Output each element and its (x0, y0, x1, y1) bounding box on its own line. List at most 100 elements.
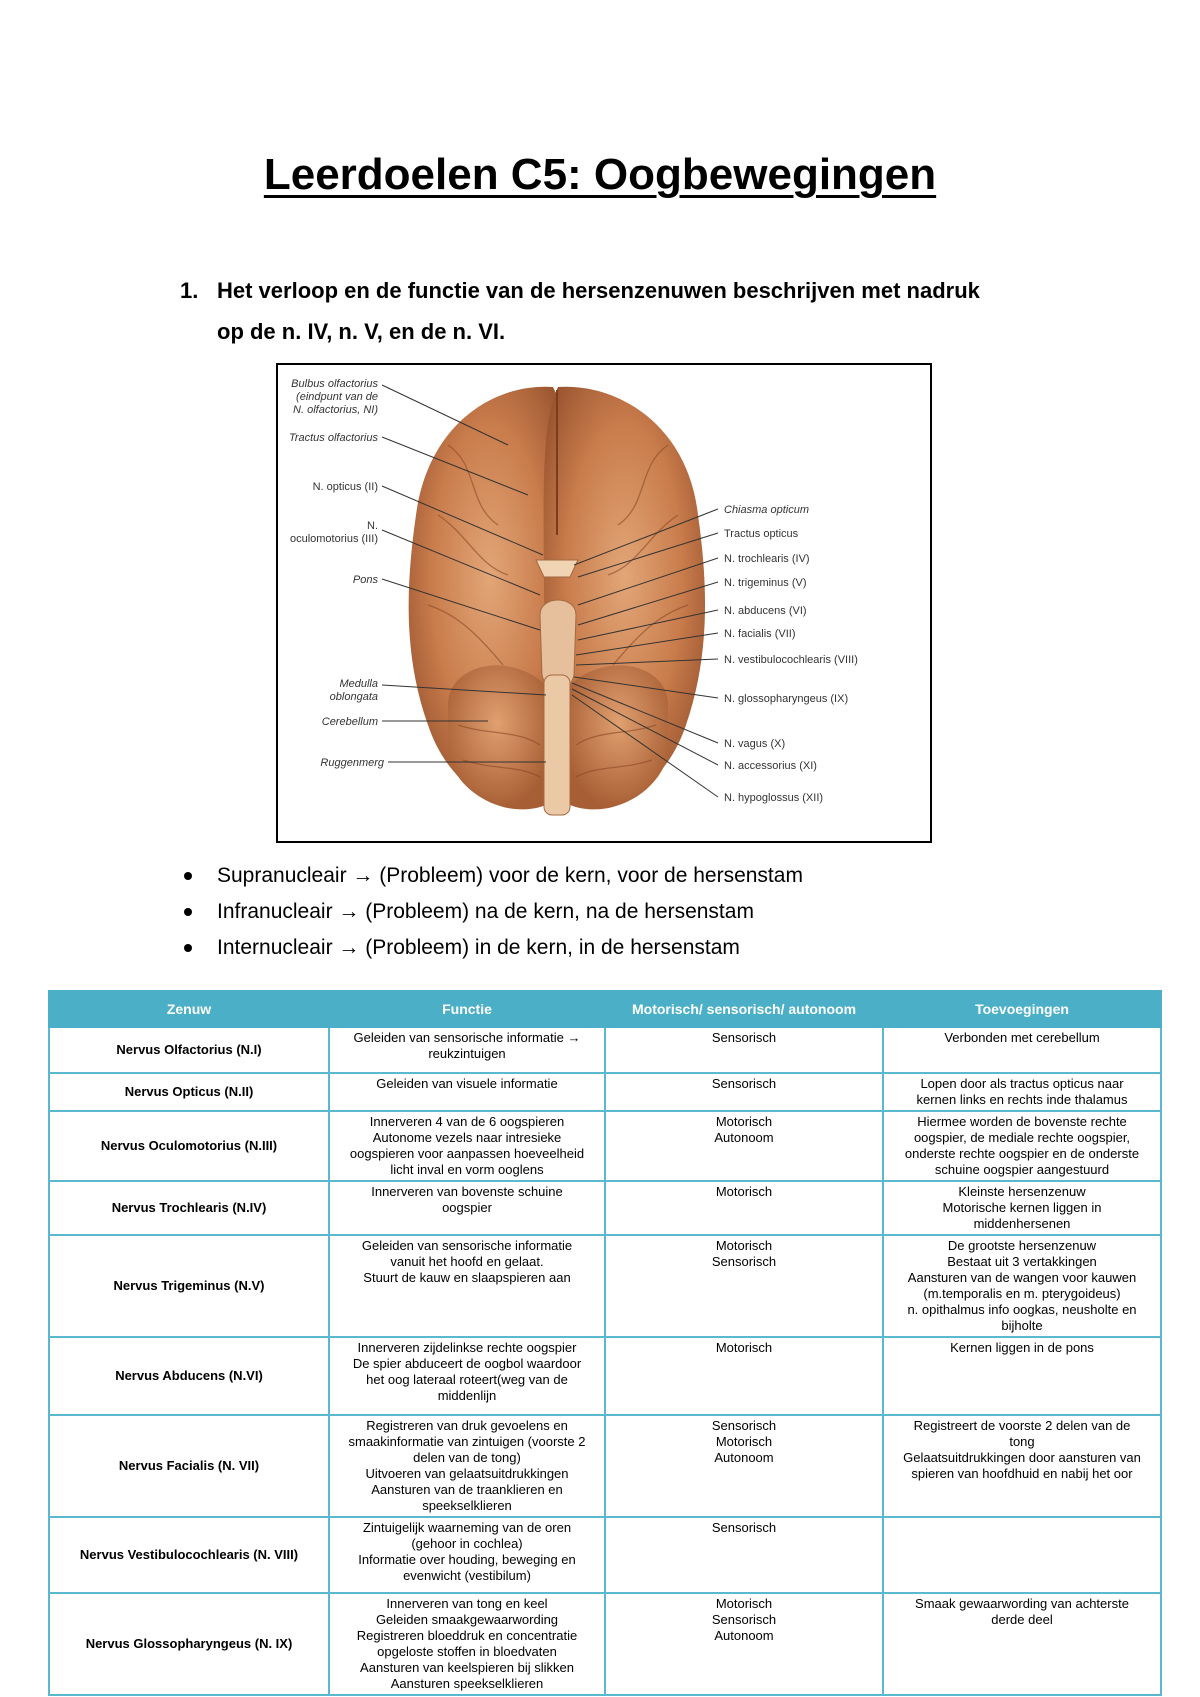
nerve-name-cell: Nervus Glossopharyngeus (N. IX) (48, 1592, 330, 1696)
type-line: Motorisch (715, 1238, 773, 1253)
bullet-supranucleair: Supranucleair → (Probleem) voor de kern,… (180, 858, 803, 894)
label-pons: Pons (353, 574, 379, 586)
label-n-oculomotorius-2: oculomotorius (III) (290, 533, 378, 545)
functie-line: het oog lateraal roteert(weg van de (366, 1372, 568, 1387)
type-line: Autonoom (714, 1130, 774, 1145)
toevoegingen-line: Registreert de voorste 2 delen van de (913, 1418, 1131, 1433)
toevoegingen-line: Motorische kernen liggen in (942, 1200, 1102, 1215)
functie-line: Aansturen van keelspieren bij slikken (360, 1660, 574, 1675)
functie-line: vanuit het hoofd en gelaat. (390, 1254, 544, 1269)
functie-line: Stuurt de kauw en slaapspieren aan (363, 1270, 571, 1285)
label-n-oculomotorius-1: N. (367, 520, 378, 532)
brain-illustration: Bulbus olfactorius (eindpunt van de N. o… (289, 378, 858, 816)
toevoegingen-line: Lopen door als tractus opticus naar (920, 1076, 1124, 1091)
label-cerebellum: Cerebellum (322, 716, 378, 728)
toevoegingen-cell: Verbonden met cerebellum (882, 1026, 1162, 1074)
type-line: Motorisch (715, 1434, 773, 1449)
table-row: Nervus Olfactorius (N.I)Geleiden van sen… (48, 1026, 1162, 1074)
cerebellum-right (570, 665, 668, 810)
toevoegingen-line: Bestaat uit 3 vertakkingen (947, 1254, 1097, 1269)
label-bulbus-olfactorius: Bulbus olfactorius (291, 378, 378, 390)
functie-line: De spier abduceert de oogbol waardoor (352, 1356, 582, 1371)
label-n-facialis: N. facialis (VII) (724, 628, 796, 640)
type-line: Sensorisch (711, 1612, 777, 1627)
page-title: Leerdoelen C5: Oogbewegingen (263, 150, 937, 199)
functie-line: evenwicht (vestibilum) (403, 1568, 531, 1583)
label-tractus-olfactorius: Tractus olfactorius (289, 432, 379, 444)
functie-line: Aansturen speekselklieren (390, 1676, 544, 1691)
functie-line: Innerveren van bovenste schuine (371, 1184, 563, 1199)
label-n-accessorius: N. accessorius (XI) (724, 760, 817, 772)
table-header-row: Zenuw Functie Motorisch/ sensorisch/ aut… (48, 990, 1162, 1028)
nerve-name-cell: Nervus Opticus (N.II) (48, 1072, 330, 1112)
functie-line: Innerveren van tong en keel (386, 1596, 548, 1611)
toevoegingen-line: Kernen liggen in de pons (950, 1340, 1094, 1355)
functie-line: licht inval en vorm ooglens (390, 1162, 544, 1177)
label-bulbus-note-1: (eindpunt van de (296, 391, 378, 403)
toevoegingen-line: middenhersenen (973, 1216, 1071, 1231)
optic-chiasm (535, 559, 579, 578)
table-row: Nervus Oculomotorius (N.III)Innerveren 4… (48, 1110, 1162, 1182)
nerve-name-cell: Nervus Trochlearis (N.IV) (48, 1180, 330, 1236)
table-body: Nervus Olfactorius (N.I)Geleiden van sen… (48, 1026, 1162, 1696)
spinal-cord (543, 674, 571, 816)
objective-number: 1. (180, 278, 199, 303)
nerve-name-cell: Nervus Vestibulocochlearis (N. VIII) (48, 1516, 330, 1594)
functie-line: Informatie over houding, beweging en (358, 1552, 576, 1567)
type-cell: Sensorisch (604, 1516, 884, 1594)
functie-line: delen van de tong) (413, 1450, 521, 1465)
table-row: Nervus Vestibulocochlearis (N. VIII)Zint… (48, 1516, 1162, 1594)
type-cell: Motorisch (604, 1336, 884, 1416)
functie-line: reukzintuigen (428, 1046, 506, 1061)
functie-cell: Zintuigelijk waarneming van de oren(geho… (328, 1516, 606, 1594)
toevoegingen-line: tong (1009, 1434, 1035, 1449)
table-row: Nervus Opticus (N.II)Geleiden van visuel… (48, 1072, 1162, 1112)
functie-line: opgeloste stoffen in bloedvaten (377, 1644, 557, 1659)
toevoegingen-cell (882, 1516, 1162, 1594)
nerve-name-cell: Nervus Oculomotorius (N.III) (48, 1110, 330, 1182)
toevoegingen-line: kernen links en rechts inde thalamus (916, 1092, 1128, 1107)
type-line: Motorisch (715, 1340, 773, 1355)
functie-line: Registreren bloeddruk en concentratie (356, 1628, 578, 1643)
type-cell: Motorisch (604, 1180, 884, 1236)
functie-line: oogspieren voor aanpassen hoeveelheid (349, 1146, 585, 1161)
cranial-nerves-table: Zenuw Functie Motorisch/ sensorisch/ aut… (48, 990, 1162, 1696)
functie-line: oogspier (442, 1200, 492, 1215)
header-toevoegingen: Toevoegingen (882, 990, 1162, 1028)
table-row: Nervus Trochlearis (N.IV)Innerveren van … (48, 1180, 1162, 1236)
toevoegingen-line: schuine oogspier aangestuurd (934, 1162, 1110, 1177)
type-cell: Sensorisch (604, 1072, 884, 1112)
toevoegingen-line: n. opithalmus info oogkas, neusholte en (907, 1302, 1137, 1317)
toevoegingen-line: Gelaatsuitdrukkingen door aansturen van (903, 1450, 1141, 1465)
type-line: Sensorisch (711, 1254, 777, 1269)
functie-line: Autonome vezels naar intresieke (372, 1130, 562, 1145)
type-line: Motorisch (715, 1184, 773, 1199)
label-ruggenmerg: Ruggenmerg (320, 757, 384, 769)
type-line: Sensorisch (711, 1076, 777, 1091)
functie-line: speekselklieren (422, 1498, 512, 1513)
label-tractus-opticus: Tractus opticus (724, 528, 799, 540)
toevoegingen-line: Hiermee worden de bovenste rechte (917, 1114, 1127, 1129)
functie-line: Zintuigelijk waarneming van de oren (362, 1520, 572, 1535)
label-n-trigeminus: N. trigeminus (V) (724, 577, 807, 589)
header-type: Motorisch/ sensorisch/ autonoom (604, 990, 884, 1028)
label-n-vagus: N. vagus (X) (724, 738, 785, 750)
toevoegingen-cell: Kernen liggen in de pons (882, 1336, 1162, 1416)
nerve-name-cell: Nervus Facialis (N. VII) (48, 1414, 330, 1518)
functie-line: Uitvoeren van gelaatsuitdrukkingen (365, 1466, 569, 1481)
toevoegingen-line: De grootste hersenzenuw (947, 1238, 1097, 1253)
type-line: Sensorisch (711, 1520, 777, 1535)
header-functie: Functie (328, 990, 606, 1028)
functie-cell: Geleiden van sensorische informatie →reu… (328, 1026, 606, 1074)
functie-line: Aansturen van de traanklieren en (371, 1482, 563, 1497)
brain-base-figure: Bulbus olfactorius (eindpunt van de N. o… (276, 363, 932, 843)
toevoegingen-line: bijholte (1001, 1318, 1043, 1333)
